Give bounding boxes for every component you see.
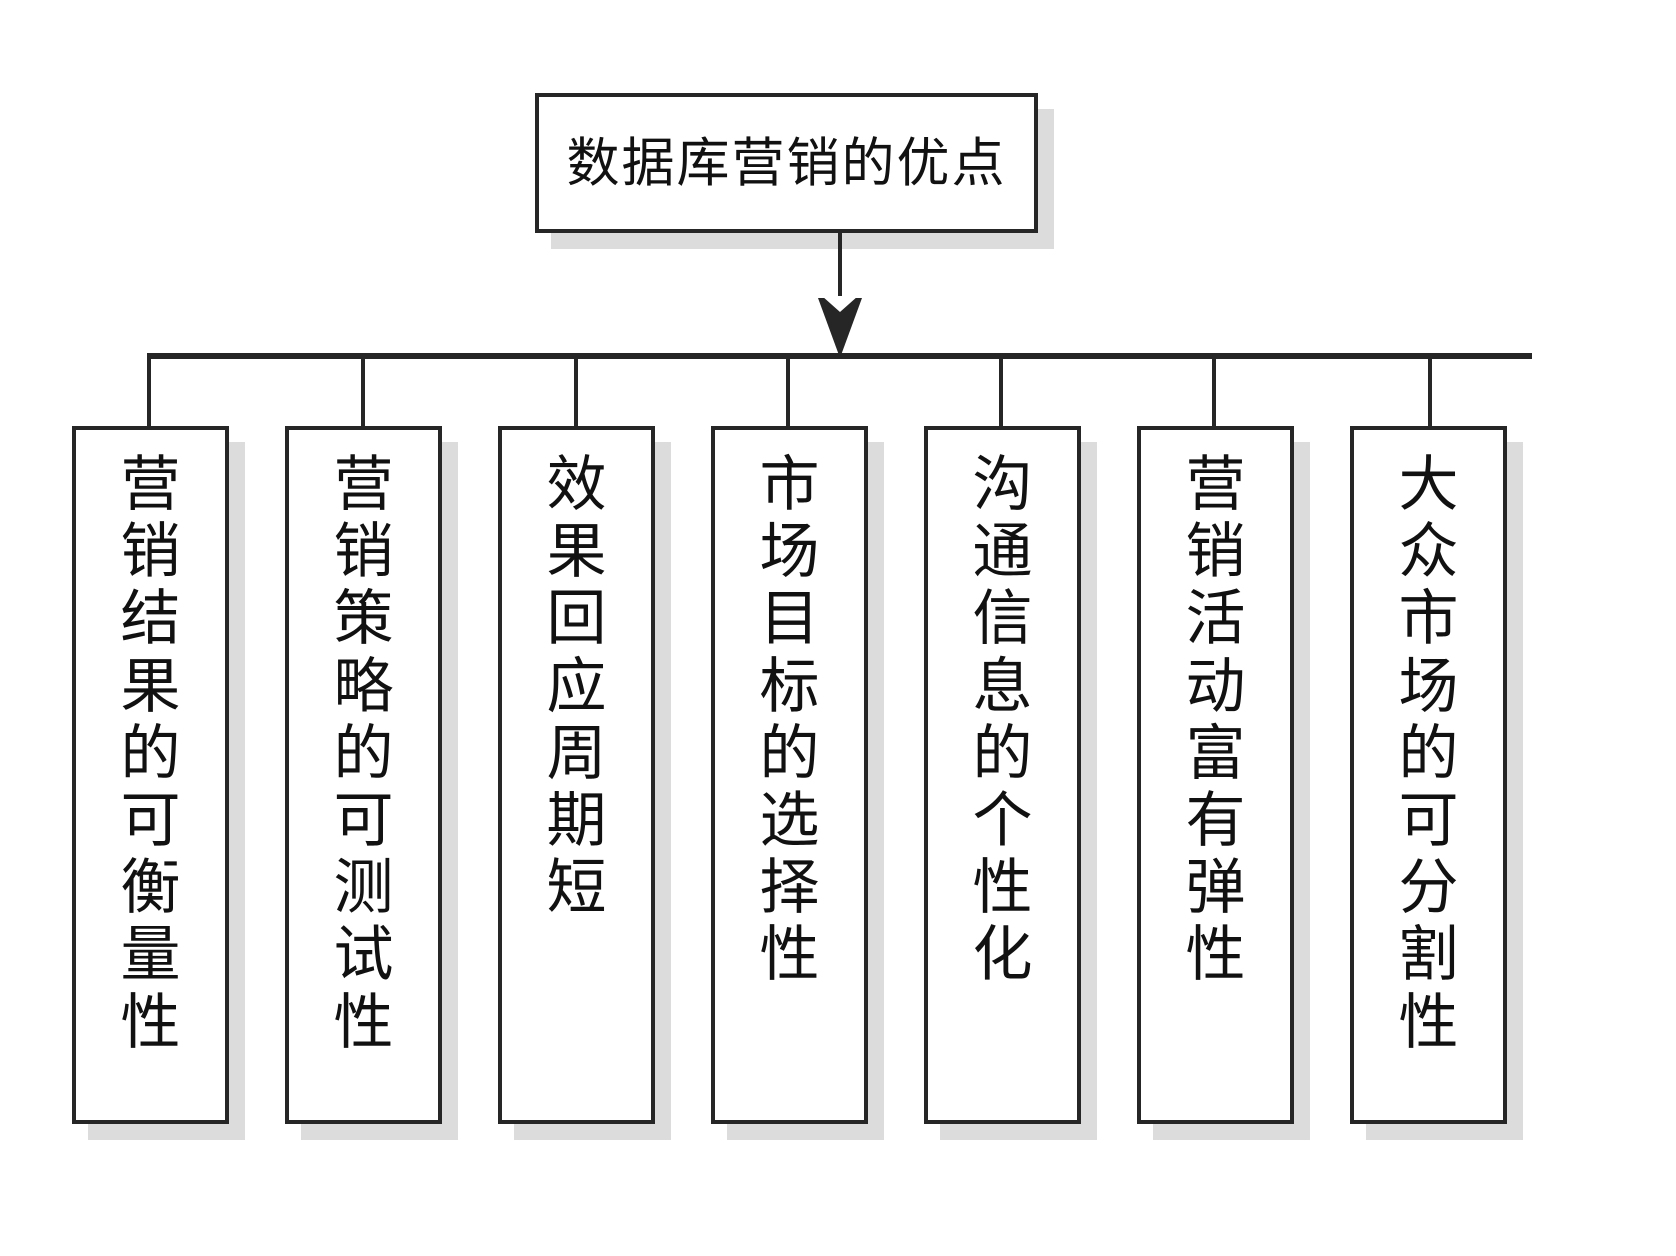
leaf-char: 结: [120, 584, 181, 655]
leaf-node-6[interactable]: 营 销 活 动 富 有 弹 性: [1137, 426, 1294, 1124]
leaf-char: 性: [1398, 987, 1459, 1058]
leaf-char: 量: [120, 920, 181, 991]
leaf-char: 果: [120, 651, 181, 722]
down-arrow-notch: [822, 296, 858, 312]
leaf-node-4[interactable]: 市 场 目 标 的 选 择 性: [711, 426, 868, 1124]
leaf-char: 应: [546, 651, 607, 722]
leaf-char: 性: [1185, 920, 1246, 991]
leaf-node-3-label: 效 果 回 应 周 期 短: [502, 450, 651, 924]
leaf-char: 销: [333, 517, 394, 588]
leaf-char: 期: [546, 785, 607, 856]
leaf-char: 择: [759, 853, 820, 924]
connector-drop-1: [147, 356, 151, 429]
leaf-char: 营: [1185, 450, 1246, 520]
leaf-char: 活: [1185, 584, 1246, 655]
leaf-char: 的: [333, 718, 394, 789]
leaf-node-4-label: 市 场 目 标 的 选 择 性: [715, 450, 864, 991]
leaf-char: 策: [333, 584, 394, 655]
leaf-node-3[interactable]: 效 果 回 应 周 期 短: [498, 426, 655, 1124]
leaf-char: 分: [1398, 853, 1459, 924]
leaf-char: 测: [333, 853, 394, 924]
leaf-node-1-label: 营 销 结 果 的 可 衡 量 性: [76, 450, 225, 1058]
leaf-char: 化: [972, 920, 1033, 991]
leaf-char: 略: [333, 651, 394, 722]
leaf-char: 选: [759, 785, 820, 856]
connector-bus: [147, 353, 1532, 359]
leaf-char: 市: [759, 450, 820, 520]
leaf-char: 的: [1398, 718, 1459, 789]
connector-trunk: [838, 233, 842, 323]
leaf-char: 可: [333, 785, 394, 856]
leaf-char: 场: [759, 517, 820, 588]
connector-drop-5: [999, 356, 1003, 429]
leaf-char: 性: [972, 853, 1033, 924]
connector-drop-3: [574, 356, 578, 429]
leaf-char: 销: [120, 517, 181, 588]
connector-drop-7: [1428, 356, 1432, 429]
leaf-char: 试: [333, 920, 394, 991]
leaf-char: 息: [972, 651, 1033, 722]
leaf-char: 衡: [120, 853, 181, 924]
connector-drop-4: [786, 356, 790, 429]
leaf-char: 果: [546, 517, 607, 588]
leaf-char: 性: [120, 987, 181, 1058]
leaf-char: 信: [972, 584, 1033, 655]
root-node-label: 数据库营销的优点: [566, 132, 1007, 194]
leaf-char: 回: [546, 584, 607, 655]
leaf-node-7[interactable]: 大 众 市 场 的 可 分 割 性: [1350, 426, 1507, 1124]
leaf-node-5-label: 沟 通 信 息 的 个 性 化: [928, 450, 1077, 991]
leaf-char: 目: [759, 584, 820, 655]
connector-drop-2: [361, 356, 365, 429]
leaf-char: 动: [1185, 651, 1246, 722]
leaf-char: 可: [1398, 785, 1459, 856]
leaf-char: 可: [120, 785, 181, 856]
leaf-node-7-label: 大 众 市 场 的 可 分 割 性: [1354, 450, 1503, 1058]
leaf-char: 大: [1398, 450, 1459, 520]
leaf-char: 众: [1398, 517, 1459, 588]
leaf-char: 富: [1185, 718, 1246, 789]
leaf-char: 营: [333, 450, 394, 520]
leaf-char: 的: [759, 718, 820, 789]
leaf-char: 的: [120, 718, 181, 789]
leaf-node-5[interactable]: 沟 通 信 息 的 个 性 化: [924, 426, 1081, 1124]
leaf-char: 标: [759, 651, 820, 722]
root-node[interactable]: 数据库营销的优点: [535, 93, 1038, 233]
leaf-char: 销: [1185, 517, 1246, 588]
leaf-char: 市: [1398, 584, 1459, 655]
leaf-char: 个: [972, 785, 1033, 856]
leaf-node-1[interactable]: 营 销 结 果 的 可 衡 量 性: [72, 426, 229, 1124]
leaf-char: 通: [972, 517, 1033, 588]
leaf-node-2-label: 营 销 策 略 的 可 测 试 性: [289, 450, 438, 1058]
leaf-char: 周: [546, 718, 607, 789]
leaf-node-6-label: 营 销 活 动 富 有 弹 性: [1141, 450, 1290, 991]
leaf-char: 弹: [1185, 853, 1246, 924]
leaf-char: 的: [972, 718, 1033, 789]
leaf-node-2[interactable]: 营 销 策 略 的 可 测 试 性: [285, 426, 442, 1124]
leaf-char: 短: [546, 853, 607, 924]
leaf-char: 场: [1398, 651, 1459, 722]
leaf-char: 营: [120, 450, 181, 520]
leaf-char: 性: [759, 920, 820, 991]
leaf-char: 有: [1185, 785, 1246, 856]
leaf-char: 性: [333, 987, 394, 1058]
leaf-char: 效: [546, 450, 607, 520]
connector-drop-6: [1212, 356, 1216, 429]
leaf-char: 沟: [972, 450, 1033, 520]
leaf-char: 割: [1398, 920, 1459, 991]
